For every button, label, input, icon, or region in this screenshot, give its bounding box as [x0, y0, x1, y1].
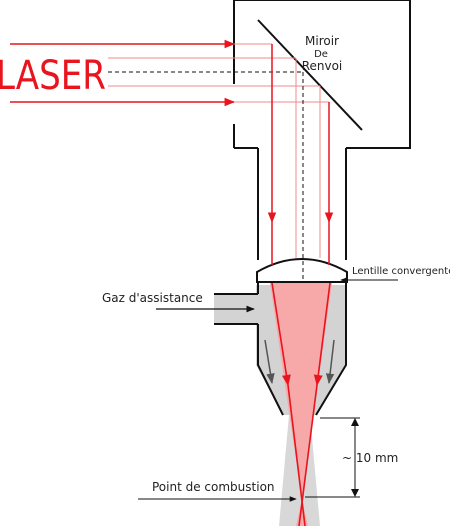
focal-distance-dimension	[305, 417, 360, 498]
gas-label: Gaz d'assistance	[102, 291, 203, 305]
laser-label: LASER	[0, 53, 106, 99]
housing-outline	[214, 0, 411, 416]
laser-beams-incoming	[10, 39, 236, 107]
mirror-label-line1: Miroir	[305, 34, 339, 48]
mirror	[257, 19, 363, 131]
lens-label: Lentille convergente	[352, 266, 450, 277]
converging-lens	[256, 258, 348, 283]
laser-beams-incoming-thin	[108, 43, 329, 103]
focus-point-label: Point de combustion	[152, 480, 275, 494]
focal-distance-label: ~ 10 mm	[342, 451, 398, 465]
converging-rays	[271, 282, 331, 526]
focused-beam	[270, 283, 332, 500]
gas-flow-arrows	[264, 339, 335, 385]
mirror-label-line3: Renvoi	[302, 59, 343, 73]
mirror-label-line2: De	[314, 49, 328, 60]
laser-beams-vertical	[267, 44, 334, 265]
laser-beams-vertical-thin	[295, 58, 321, 258]
